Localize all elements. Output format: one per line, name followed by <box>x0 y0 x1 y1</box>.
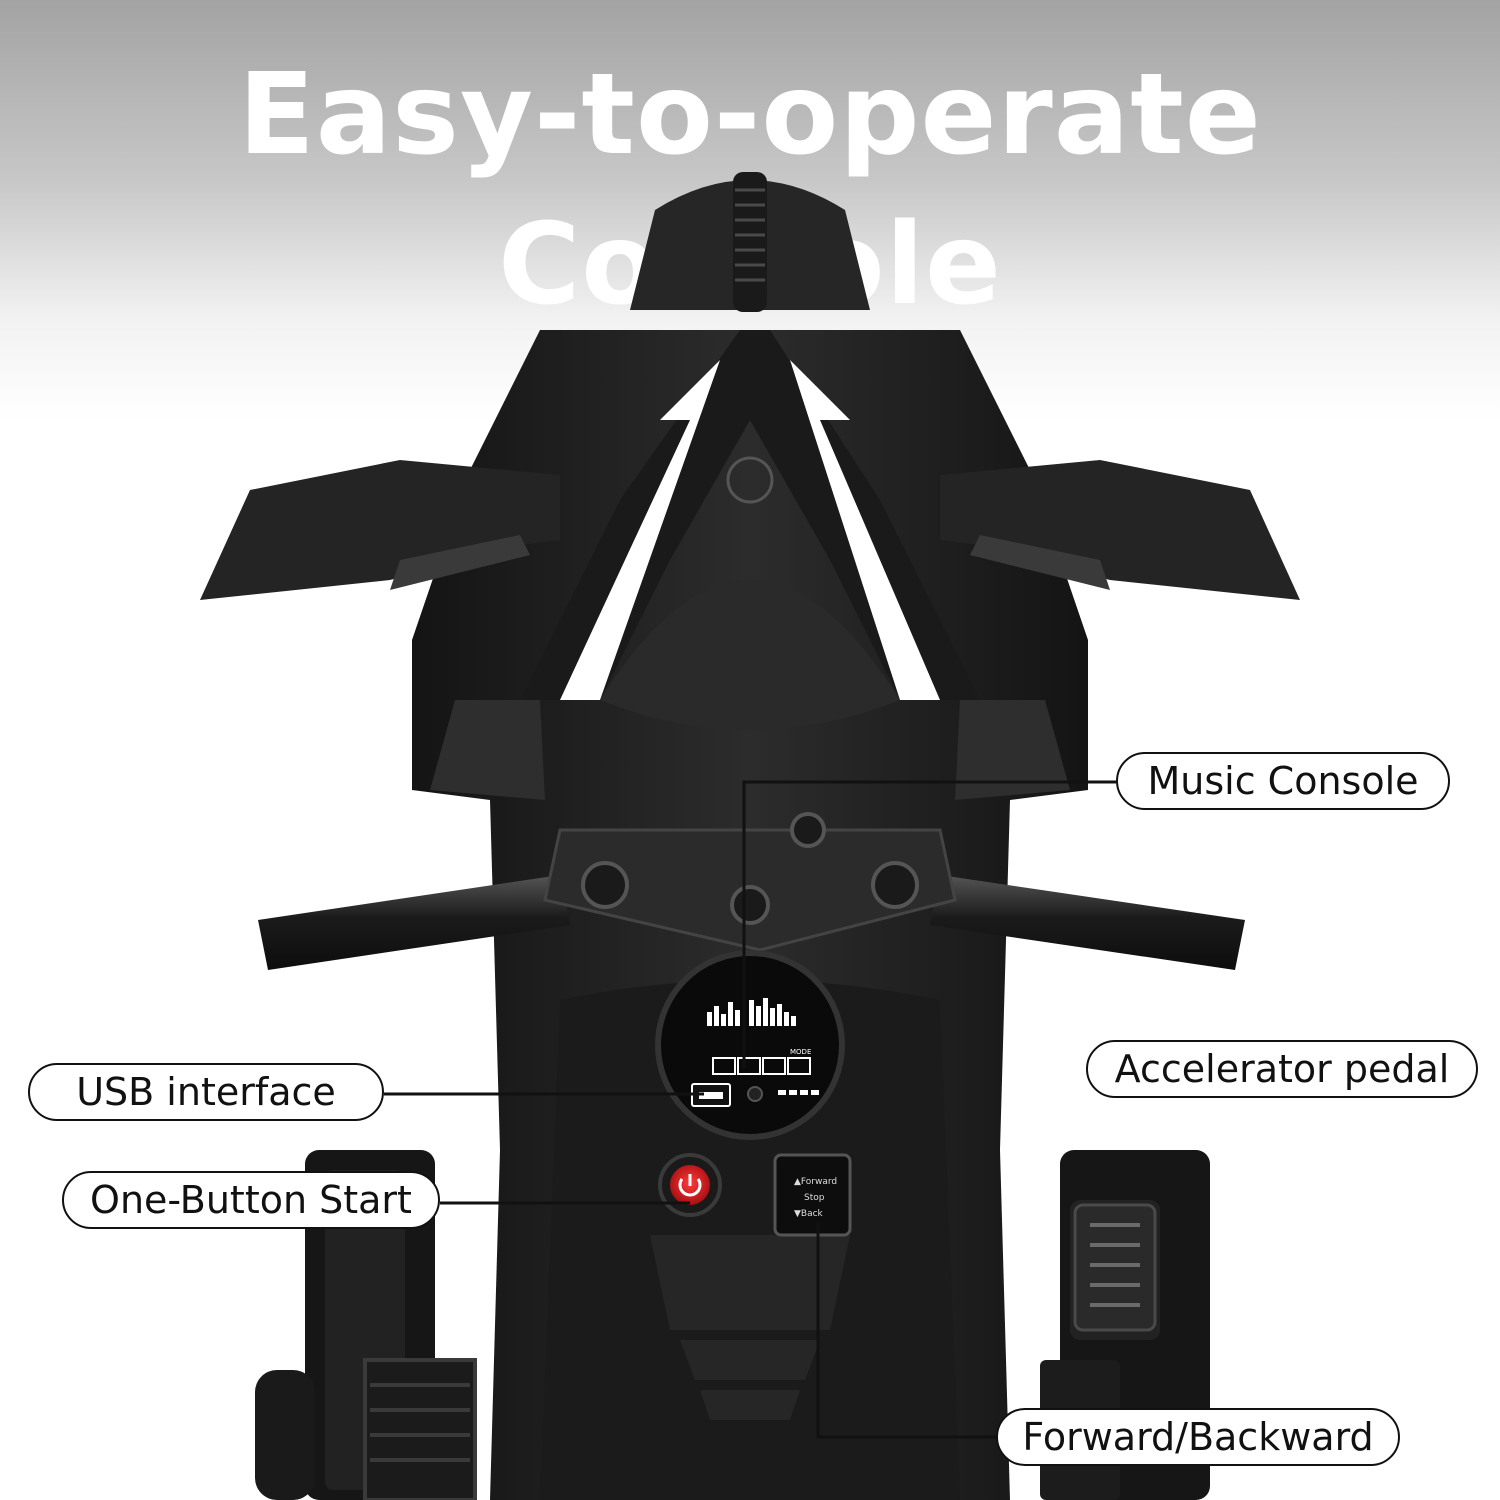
windscreen <box>520 330 980 730</box>
usb-interface-callout: USB interface <box>28 1063 384 1121</box>
forward-backward-switch[interactable]: ▲Forward Stop ▼Back <box>773 1153 852 1237</box>
mode-label: MODE <box>790 1048 811 1056</box>
right-mirror <box>940 460 1300 600</box>
music-console-callout: Music Console <box>1116 752 1450 810</box>
switch-back-label: ▼Back <box>794 1209 824 1219</box>
switch-stop-label: Stop <box>804 1193 825 1203</box>
usb-port[interactable] <box>691 1083 731 1107</box>
start-button[interactable] <box>658 1153 722 1217</box>
music-console-leader <box>742 780 1116 1068</box>
handlebar <box>258 812 1245 970</box>
music-console-dashboard: MODE <box>655 950 845 1140</box>
switch-forward-label: ▲Forward <box>794 1177 837 1187</box>
leader-lines <box>384 780 1116 1439</box>
left-wheel <box>255 1150 435 1500</box>
one-button-start-callout: One-Button Start <box>62 1171 440 1229</box>
accelerator-pedal-callout: Accelerator pedal <box>1086 1040 1478 1098</box>
forward-backward-leader <box>816 1222 996 1439</box>
accelerator-pedal <box>1073 1203 1157 1332</box>
headline: Easy-to-operate Console <box>238 50 1262 330</box>
front-fairing <box>630 172 870 312</box>
left-mirror <box>200 460 560 600</box>
forward-backward-callout: Forward/Backward <box>996 1408 1400 1466</box>
left-footrest <box>363 1358 477 1500</box>
